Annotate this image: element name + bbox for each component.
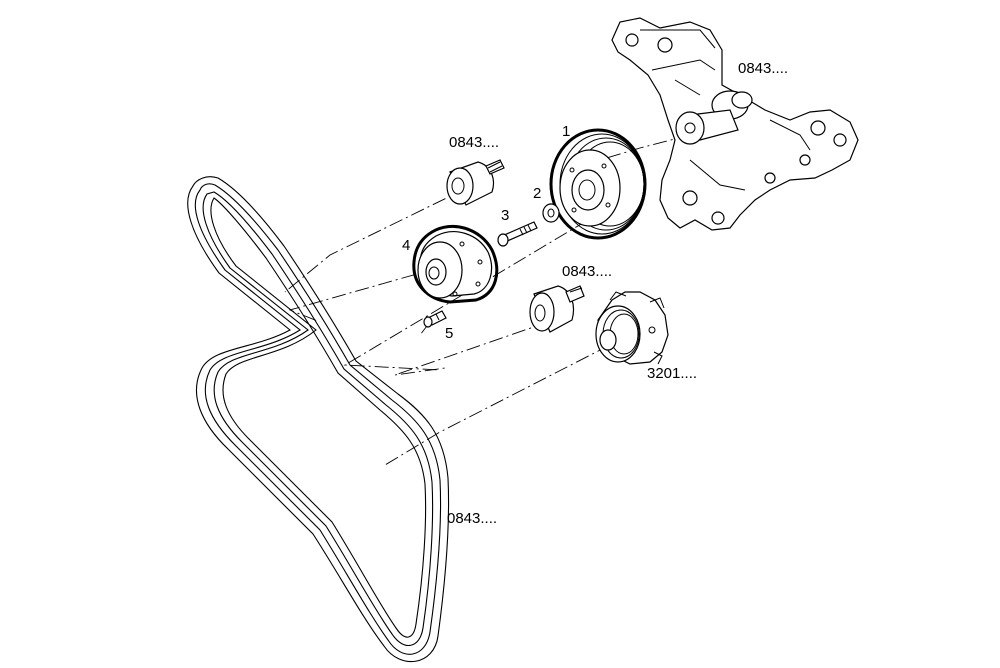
item-1-label: 1	[562, 123, 571, 140]
belt-ref-label: 0843....	[447, 510, 498, 527]
bolt-3	[497, 221, 538, 247]
pulley-1	[549, 128, 647, 240]
hub-4	[412, 224, 499, 304]
bracket-ref-label: 0843....	[738, 60, 789, 77]
idler-middle	[529, 285, 585, 333]
item-5-label: 5	[445, 325, 454, 342]
item-2-label: 2	[533, 185, 542, 202]
idler-top-ref-label: 0843....	[449, 134, 500, 151]
item-3-label: 3	[501, 207, 510, 224]
idler-top	[446, 159, 505, 206]
drive-belt	[187, 176, 450, 663]
washer-2	[542, 203, 560, 223]
bolt-5	[423, 310, 447, 328]
pump-ref-label: 3201....	[647, 365, 698, 382]
item-4-label: 4	[402, 237, 411, 254]
idler-mid-ref-label: 0843....	[562, 263, 613, 280]
water-pump	[595, 291, 669, 365]
leader-lines	[284, 134, 691, 466]
mounting-bracket	[611, 17, 859, 231]
